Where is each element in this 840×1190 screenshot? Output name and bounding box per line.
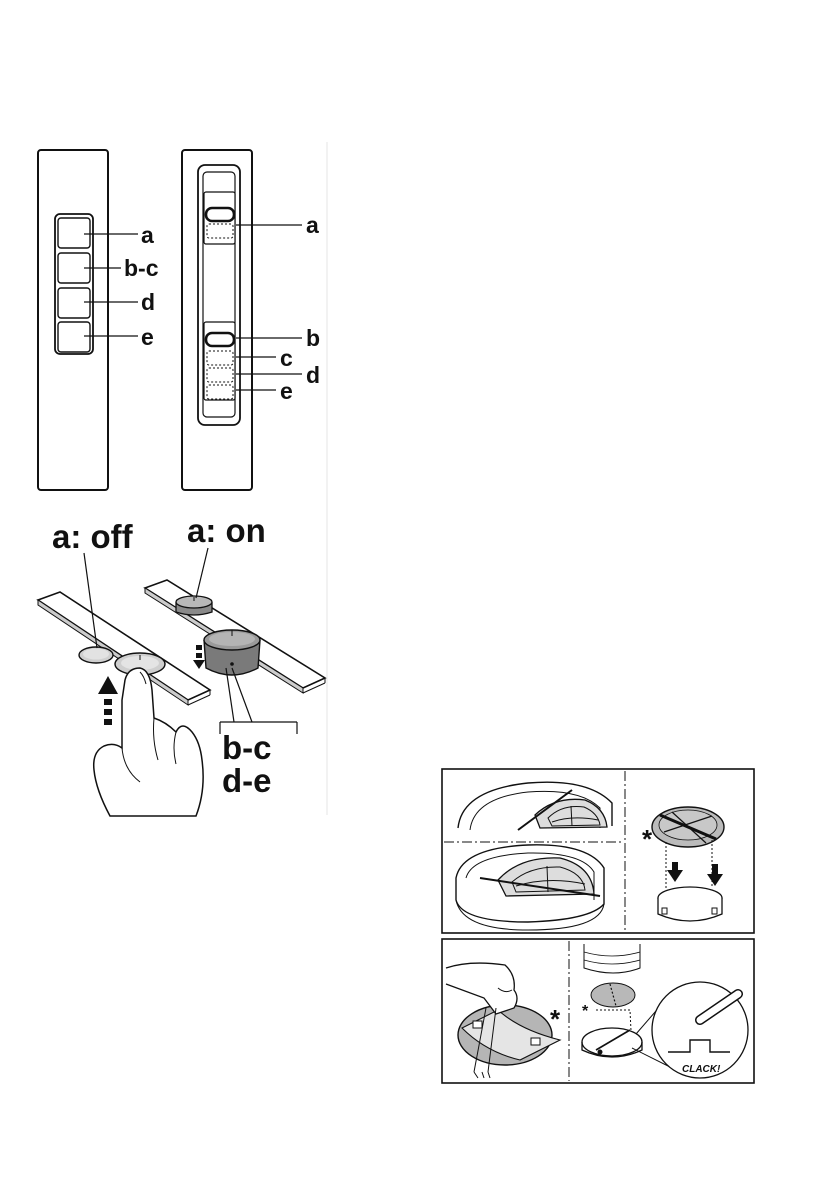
- filter-panel-top: [442, 769, 754, 933]
- asterisk-small: *: [582, 1003, 589, 1020]
- label-a-off: a: off: [52, 518, 134, 555]
- control-panel-left: [38, 150, 138, 490]
- label-e-right: e: [280, 378, 293, 404]
- push-down-arrow-icon: [193, 645, 205, 669]
- button-e: [58, 322, 90, 352]
- label-c-right: c: [280, 345, 293, 371]
- button-d: [58, 288, 90, 318]
- asterisk-top: *: [642, 824, 653, 854]
- label-b-right: b: [306, 325, 320, 351]
- control-panel-right: [182, 150, 302, 490]
- button-a: [58, 218, 90, 248]
- asterisk-bottom: *: [550, 1004, 561, 1034]
- label-a-right: a: [306, 212, 319, 238]
- clack-label: CLACK!: [682, 1064, 721, 1075]
- push-up-arrow-icon: [98, 676, 118, 725]
- slider-knob-b: [206, 333, 234, 346]
- label-d-left: d: [141, 289, 155, 315]
- label-group-b-c: b-c: [222, 729, 272, 766]
- label-group-d-e: d-e: [222, 762, 272, 799]
- filter-panel-bottom: [442, 939, 754, 1083]
- label-a-left: a: [141, 222, 154, 248]
- label-d-right: d: [306, 362, 320, 388]
- label-b-c-left: b-c: [124, 255, 159, 281]
- slider-knob-a: [206, 208, 234, 221]
- label-a-on: a: on: [187, 512, 266, 549]
- label-e-left: e: [141, 324, 154, 350]
